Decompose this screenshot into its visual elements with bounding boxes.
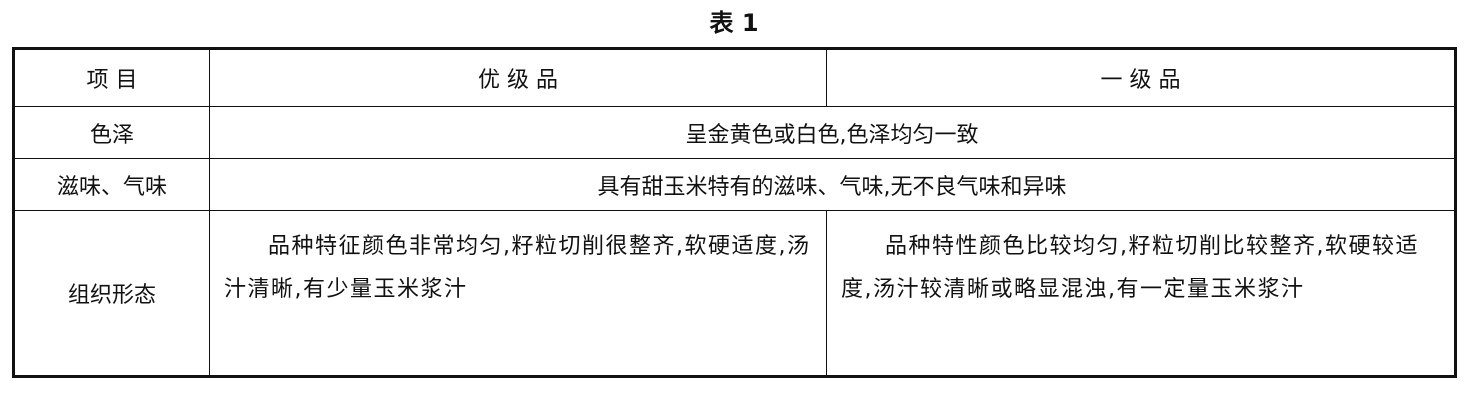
table-caption: 表 1 [709,9,759,37]
table-row: 组织形态 品种特征颜色非常均匀,籽粒切削很整齐,软硬适度,汤汁清晰,有少量玉米浆… [13,210,1456,377]
row-label-texture: 组织形态 [13,210,210,377]
table-header-row: 项 目 优 级 品 一 级 品 [13,48,1456,107]
texture-first-grade: 品种特性颜色比较均匀,籽粒切削比较整齐,软硬较适度,汤汁较清晰或略显混浊,有一定… [826,210,1456,377]
row-label-color: 色泽 [13,106,210,159]
header-item: 项 目 [13,48,210,107]
quality-spec-table: 项 目 优 级 品 一 级 品 色泽 呈金黄色或白色,色泽均匀一致 滋味、气味 … [12,47,1457,378]
table-row: 滋味、气味 具有甜玉米特有的滋味、气味,无不良气味和异味 [13,158,1456,211]
header-premium-grade: 优 级 品 [209,48,827,107]
texture-premium-grade: 品种特征颜色非常均匀,籽粒切削很整齐,软硬适度,汤汁清晰,有少量玉米浆汁 [209,210,827,377]
row-label-taste-smell: 滋味、气味 [13,158,210,211]
taste-smell-requirement: 具有甜玉米特有的滋味、气味,无不良气味和异味 [209,158,1456,211]
header-first-grade: 一 级 品 [826,48,1456,107]
table-row: 色泽 呈金黄色或白色,色泽均匀一致 [13,106,1456,159]
color-requirement: 呈金黄色或白色,色泽均匀一致 [209,106,1456,159]
